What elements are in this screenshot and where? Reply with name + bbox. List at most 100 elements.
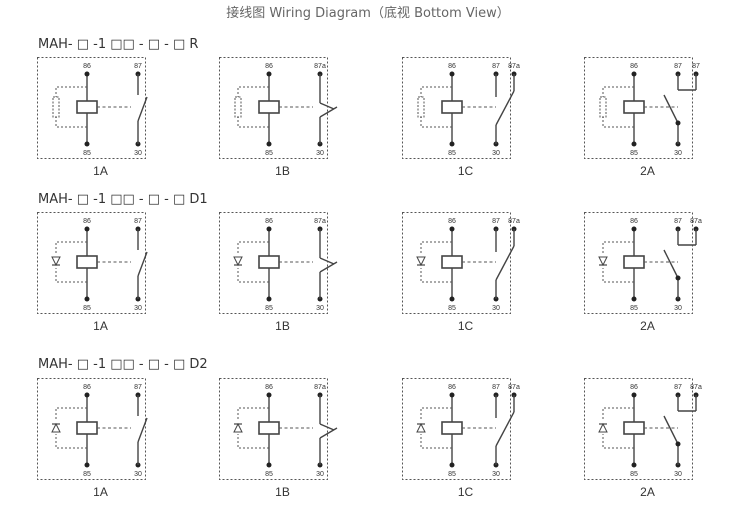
pin-label-86: 86 [630, 218, 638, 225]
pin-label-87a: 87a [690, 384, 702, 391]
pin-dot [631, 71, 637, 77]
pin-label-85: 85 [265, 150, 273, 157]
coil-box [76, 255, 98, 269]
pin-dot [631, 296, 637, 302]
pin-dot [449, 141, 455, 147]
pin-label-30: 30 [316, 150, 324, 157]
coil-box [623, 421, 645, 435]
pin-label-87: 87 [134, 218, 142, 225]
coil-box [623, 255, 645, 269]
pin-label-87a: 87a [314, 384, 326, 391]
diagram-code-label: 2A [640, 485, 655, 499]
pin-dot [449, 226, 455, 232]
switch-blade [137, 96, 148, 122]
page-title: 接线图 Wiring Diagram（底视 Bottom View） [226, 6, 510, 21]
pin-label-87: 87 [134, 63, 142, 70]
pin-label-30: 30 [134, 471, 142, 478]
pin-label-85: 85 [630, 305, 638, 312]
pin-label-87: 87 [492, 63, 500, 70]
frame [402, 57, 511, 159]
diode-up-icon [233, 420, 243, 434]
pin-label-86: 86 [448, 384, 456, 391]
pin-dot [266, 71, 272, 77]
switch-blade [495, 90, 515, 126]
diode-up-icon [51, 420, 61, 434]
pin-label-87: 87 [492, 384, 500, 391]
pin-label-85: 85 [630, 471, 638, 478]
diagram-code-label: 2A [640, 319, 655, 333]
row-label-d1: MAH- □ -1 □□ - □ - □ D1 [38, 192, 208, 207]
pin-label-87a: 87a [690, 218, 702, 225]
frame [584, 57, 693, 159]
switch-blade [137, 417, 148, 443]
contact-87a-hook [319, 102, 335, 110]
pin-dot [266, 462, 272, 468]
coil-box [258, 100, 280, 114]
diode-up-icon [416, 420, 426, 434]
pin-label-85: 85 [83, 305, 91, 312]
pin-dot [631, 226, 637, 232]
diagram-code-label: 1B [275, 319, 290, 333]
pin-dot [84, 392, 90, 398]
pin-dot [675, 120, 681, 126]
switch-blade [663, 249, 679, 279]
pin-label-85: 85 [448, 305, 456, 312]
pin-dot [631, 462, 637, 468]
diode-down-icon [51, 254, 61, 268]
pin-label-30: 30 [134, 305, 142, 312]
pin-label-85: 85 [83, 471, 91, 478]
frame [219, 378, 328, 480]
pin-label-87a: 87 [692, 63, 700, 70]
pin-dot [449, 462, 455, 468]
resistor-icon [234, 96, 242, 118]
switch-blade [319, 261, 338, 273]
pin-label-85: 85 [448, 471, 456, 478]
pin-dot [84, 71, 90, 77]
pin-dot [675, 441, 681, 447]
resistor-icon [417, 96, 425, 118]
coil-box [441, 100, 463, 114]
frame [402, 378, 511, 480]
coil-box [76, 100, 98, 114]
switch-blade [319, 106, 338, 118]
pin-dot [84, 226, 90, 232]
pin-dot [84, 296, 90, 302]
pin-label-30: 30 [674, 305, 682, 312]
pin-dot [266, 296, 272, 302]
pin-label-30: 30 [492, 471, 500, 478]
row-label-r: MAH- □ -1 □□ - □ - □ R [38, 37, 199, 52]
pin-label-85: 85 [265, 471, 273, 478]
switch-blade [495, 411, 515, 447]
diagram-code-label: 1A [93, 319, 108, 333]
contact-87a-hook [319, 257, 335, 265]
pin-label-86: 86 [265, 63, 273, 70]
pin-label-87a: 87a [314, 63, 326, 70]
switch-blade [319, 427, 338, 439]
pin-label-86: 86 [83, 63, 91, 70]
pin-label-87: 87 [134, 384, 142, 391]
frame [37, 378, 146, 480]
pin-dot [675, 275, 681, 281]
pin-label-85: 85 [630, 150, 638, 157]
diagram-code-label: 2A [640, 164, 655, 178]
pin-label-86: 86 [448, 63, 456, 70]
pin-label-86: 86 [630, 63, 638, 70]
switch-blade [663, 415, 679, 445]
frame [584, 378, 693, 480]
